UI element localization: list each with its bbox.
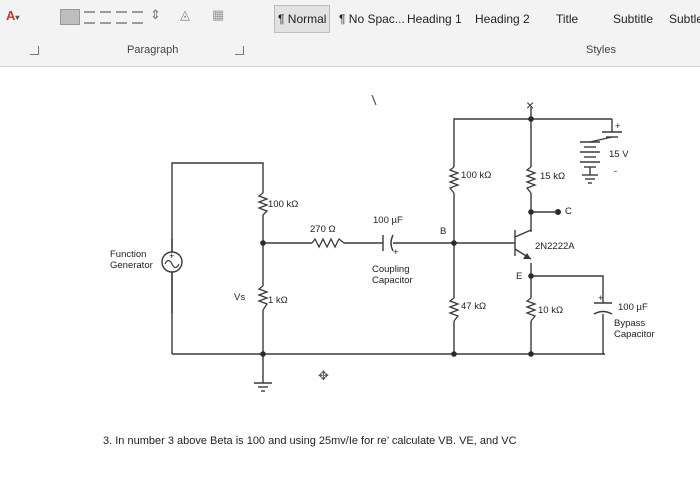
label-vcc: 15 V	[609, 149, 629, 160]
resistor-1k	[257, 285, 269, 311]
font-group-launcher-icon[interactable]	[30, 46, 39, 55]
move-cursor-icon: ✥	[318, 368, 329, 383]
shading-fill-icon[interactable]: ◬	[180, 7, 190, 22]
paragraph-group-launcher-icon[interactable]	[235, 46, 244, 55]
coupling-cap-plate-2	[390, 234, 394, 252]
close-x-mark: ×	[526, 97, 534, 113]
junction-dot	[528, 116, 534, 122]
label-bypass-plus: +	[598, 293, 604, 304]
align-center-icon[interactable]	[100, 11, 111, 24]
junction-dot	[528, 209, 534, 215]
label-cap-bypass-value: 100 µF	[618, 302, 648, 313]
junction-dot	[528, 351, 534, 357]
label-capacitor: Capacitor	[372, 275, 413, 286]
style-subtle[interactable]: Subtle	[669, 12, 700, 26]
wire-bypass-top	[531, 275, 604, 303]
align-left-icon[interactable]	[84, 11, 95, 24]
label-cap-plus: +	[393, 247, 399, 258]
label-bypass: Bypass	[614, 318, 645, 329]
resistor-r2-47k	[448, 297, 460, 322]
style-no-spacing[interactable]: ¶ No Spac...	[339, 12, 405, 26]
resistor-100k-left	[257, 192, 269, 216]
label-battery-minus: -	[614, 166, 617, 177]
resistor-270	[311, 237, 345, 249]
style-heading-2[interactable]: Heading 2	[475, 12, 530, 26]
label-cap-coupling-value: 100 µF	[373, 215, 403, 226]
label-transistor: 2N2222A	[535, 241, 575, 252]
ribbon: A▾ ⇕ ◬ ▦ ¶ Normal ¶ No Spac... Heading 1…	[0, 0, 700, 67]
label-r-top-left: 100 kΩ	[268, 199, 298, 210]
wire-gen-top	[171, 162, 264, 313]
resistor-rc-15k	[525, 166, 537, 194]
label-r1: 100 kΩ	[461, 170, 491, 181]
resistor-re-10k	[525, 297, 537, 322]
line-spacing-icon[interactable]: ⇕	[150, 7, 161, 22]
junction-dot	[528, 273, 534, 279]
node-c-dot	[555, 209, 561, 215]
junction-dot	[451, 351, 457, 357]
circuit-diagram: ✥ Function Generator + Vs 100 kΩ 1 kΩ 27…	[110, 94, 655, 392]
battery-link	[589, 136, 613, 143]
paragraph-group-label: Paragraph	[127, 44, 179, 56]
style-normal[interactable]: ¶ Normal	[274, 5, 331, 33]
label-node-c: C	[565, 206, 572, 217]
label-rc: 15 kΩ	[540, 171, 565, 182]
label-r2: 47 kΩ	[461, 301, 486, 312]
junction-dot	[451, 240, 457, 246]
resistor-r1-100k	[448, 166, 460, 194]
shading-button[interactable]	[60, 9, 80, 25]
label-vs: Vs	[234, 292, 245, 303]
label-re: 10 kΩ	[538, 305, 563, 316]
font-color-button[interactable]: A▾	[6, 8, 20, 23]
label-r-series: 270 Ω	[310, 224, 336, 235]
bypass-cap-plate-2	[593, 310, 613, 315]
styles-group-label: Styles	[586, 44, 616, 56]
justify-icon[interactable]	[132, 11, 143, 24]
label-generator: Generator	[110, 260, 153, 271]
label-battery-plus: +	[615, 121, 621, 132]
style-title[interactable]: Title	[556, 12, 579, 26]
sine-wave-icon	[164, 259, 180, 269]
label-function: Function	[110, 249, 146, 260]
label-bypass-capacitor: Capacitor	[614, 329, 655, 340]
style-heading-1[interactable]: Heading 1	[407, 12, 462, 26]
question-text: 3. In number 3 above Beta is 100 and usi…	[103, 435, 517, 447]
style-subtitle[interactable]: Subtitle	[613, 12, 654, 26]
label-plus: +	[169, 251, 175, 262]
label-coupling: Coupling	[372, 264, 410, 275]
borders-icon[interactable]: ▦	[212, 7, 225, 22]
transistor-collector-leg	[514, 229, 532, 238]
label-node-b: B	[440, 226, 446, 237]
label-node-e: E	[516, 271, 522, 282]
junction-dot	[260, 351, 266, 357]
align-right-icon[interactable]	[116, 11, 127, 24]
label-r-bottom-left: 1 kΩ	[268, 295, 288, 306]
document-page[interactable]: ✥ Function Generator + Vs 100 kΩ 1 kΩ 27…	[0, 67, 700, 488]
transistor-emitter-arrow	[523, 253, 531, 259]
wire-top-rail	[453, 118, 612, 163]
text-cursor	[371, 94, 377, 106]
junction-dot	[260, 240, 266, 246]
